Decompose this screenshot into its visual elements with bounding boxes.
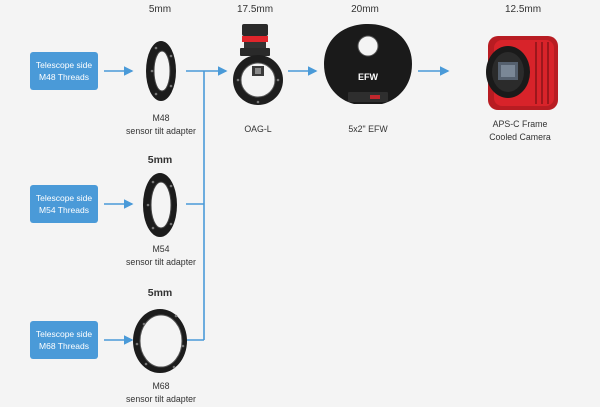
telescope-side-m68-line1: Telescope side xyxy=(35,329,93,339)
oag-l-image xyxy=(233,24,283,105)
caption-adapter-m68: M68 sensor tilt adapter xyxy=(106,380,216,406)
telescope-side-m54-line1: Telescope side xyxy=(35,193,93,203)
caption-adapter-m54-line1: M54 xyxy=(152,244,170,254)
efw-image: EFW xyxy=(324,24,412,104)
dimension-adapter-m48: 5mm xyxy=(148,4,172,15)
caption-adapter-m68-line1: M68 xyxy=(152,381,170,391)
m48-adapter-image xyxy=(146,41,176,101)
caption-adapter-m48: M48 sensor tilt adapter xyxy=(106,112,216,138)
caption-oag: OAG-L xyxy=(244,124,272,134)
dimension-efw: 20mm xyxy=(351,4,379,15)
caption-adapter-m48-line2: sensor tilt adapter xyxy=(126,126,196,136)
m54-adapter-image xyxy=(143,173,177,237)
efw-badge-text: EFW xyxy=(358,72,379,82)
caption-camera-line2: Cooled Camera xyxy=(489,132,551,142)
caption-adapter-m68-line2: sensor tilt adapter xyxy=(126,394,196,404)
dimension-oag: 17.5mm xyxy=(236,4,274,15)
aps-c-camera-image xyxy=(486,36,558,110)
caption-camera: APS-C Frame Cooled Camera xyxy=(465,118,575,144)
caption-camera-line1: APS-C Frame xyxy=(492,119,548,129)
caption-adapter-m54-line2: sensor tilt adapter xyxy=(126,257,196,267)
dimension-camera: 12.5mm xyxy=(504,4,542,15)
dimension-adapter-m68: 5mm xyxy=(147,287,173,299)
telescope-side-m48-line1: Telescope side xyxy=(35,60,93,70)
m68-adapter-image xyxy=(133,309,187,373)
telescope-side-m68-box: Telescope side M68 Threads xyxy=(30,321,98,359)
caption-adapter-m54: M54 sensor tilt adapter xyxy=(106,243,216,269)
telescope-side-m48-box: Telescope side M48 Threads xyxy=(30,52,98,90)
telescope-side-m54-line2: M54 Threads xyxy=(39,205,89,215)
dimension-adapter-m54: 5mm xyxy=(147,154,173,166)
telescope-side-m54-box: Telescope side M54 Threads xyxy=(30,185,98,223)
caption-adapter-m48-line1: M48 xyxy=(152,113,170,123)
telescope-side-m48-line2: M48 Threads xyxy=(39,72,89,82)
telescope-side-m68-line2: M68 Threads xyxy=(39,341,89,351)
caption-efw: 5x2" EFW xyxy=(348,124,388,134)
